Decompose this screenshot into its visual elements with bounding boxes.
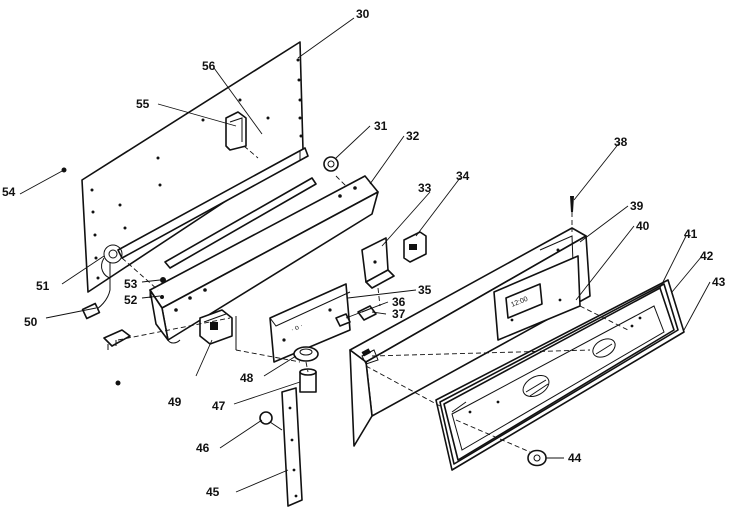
callout-53: 53 — [124, 277, 138, 291]
terminal-clip — [103, 329, 131, 350]
panel-screw-holes — [90, 58, 303, 280]
part-36-clip — [335, 313, 351, 327]
callout-35: 35 — [418, 283, 432, 297]
callout-54: 54 — [2, 185, 16, 199]
callout-30: 30 — [356, 7, 370, 21]
callout-49: 49 — [168, 395, 182, 409]
callout-45: 45 — [206, 485, 220, 499]
callout-55: 55 — [136, 97, 150, 111]
part-47-lamp-holder — [299, 368, 317, 393]
callout-40: 40 — [636, 219, 650, 233]
part-50-wire-harness — [81, 262, 111, 320]
callout-56: 56 — [202, 59, 216, 73]
part-44-clip — [527, 449, 547, 467]
part-48-grommet — [293, 346, 319, 362]
callout-39: 39 — [630, 199, 644, 213]
part-52-53-fasteners — [160, 277, 166, 299]
callout-46: 46 — [196, 441, 210, 455]
callout-43: 43 — [712, 275, 726, 289]
callout-50: 50 — [24, 315, 38, 329]
part-37-clip — [357, 305, 377, 321]
callout-48: 48 — [240, 371, 254, 385]
callout-labels: 30 31 32 33 34 35 36 37 38 39 40 41 42 4… — [2, 7, 726, 499]
terminal-screw — [115, 380, 121, 386]
part-32-housing-channel — [149, 175, 379, 344]
leader-lines — [19, 17, 711, 493]
alignment-lines — [117, 145, 629, 453]
part-30-rear-panel — [81, 41, 304, 293]
part-55-56-bracket — [225, 111, 247, 151]
callout-33: 33 — [418, 181, 432, 195]
heating-rod — [117, 147, 317, 269]
callout-31: 31 — [374, 119, 388, 133]
callout-41: 41 — [684, 227, 698, 241]
part-45-side-strip — [281, 387, 303, 507]
part-35-terminal-strip: · o · — [269, 283, 351, 363]
callout-36: 36 — [392, 295, 406, 309]
callout-44: 44 — [568, 451, 582, 465]
part-33-l-bracket — [361, 237, 395, 289]
part-46-screw — [259, 411, 283, 431]
callout-52: 52 — [124, 293, 138, 307]
callout-32: 32 — [406, 129, 420, 143]
callout-47: 47 — [212, 399, 226, 413]
callout-51: 51 — [36, 279, 50, 293]
part-49-switch-block — [199, 309, 237, 350]
part-34-connector — [403, 231, 427, 263]
part-31-grommet — [323, 156, 339, 172]
svg-text:· o ·: · o · — [290, 322, 304, 333]
callout-42: 42 — [700, 249, 714, 263]
part-41-front-panel — [443, 287, 675, 461]
part-51-wire-clip — [101, 244, 123, 279]
callout-34: 34 — [456, 169, 470, 183]
callout-37: 37 — [392, 307, 406, 321]
callout-38: 38 — [614, 135, 628, 149]
part-38-screw — [570, 196, 574, 212]
